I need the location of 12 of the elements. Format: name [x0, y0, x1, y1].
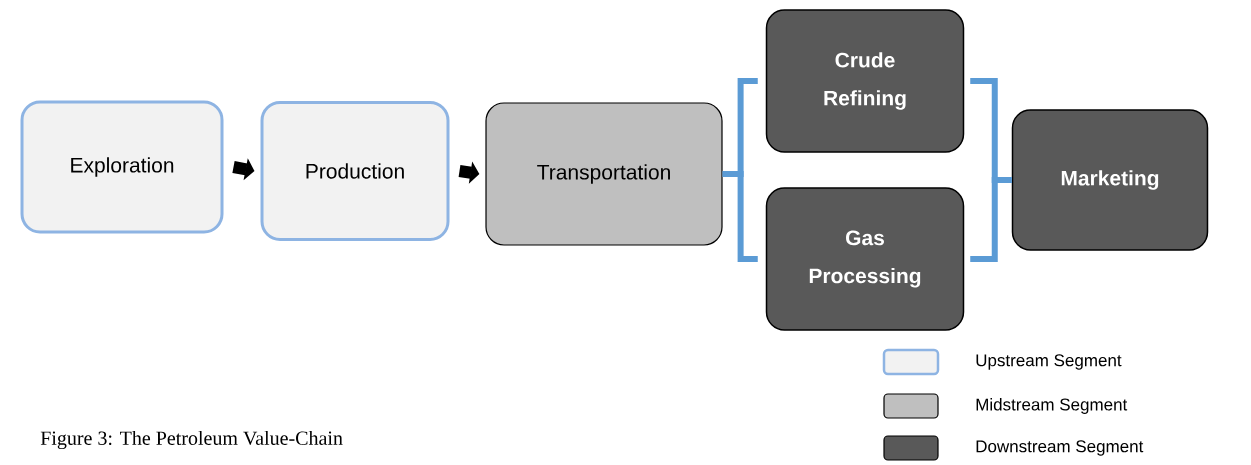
- legend-label: Downstream Segment: [976, 440, 1144, 456]
- legend-label: Midstream Segment: [976, 398, 1128, 414]
- process-box: Transportation: [485, 102, 723, 246]
- bracket-connector: [722, 171, 758, 262]
- process-box: Marketing: [1011, 109, 1209, 251]
- process-box: Production: [260, 101, 450, 241]
- process-box: Gas Processing: [765, 187, 965, 331]
- bracket-connector: [970, 177, 1012, 262]
- process-box: Exploration: [20, 100, 224, 234]
- caption: Figure 3: The Petroleum Value-Chain: [40, 430, 343, 450]
- process-box: Crude Refining: [765, 9, 965, 153]
- legend-label: Upstream Segment: [976, 354, 1122, 370]
